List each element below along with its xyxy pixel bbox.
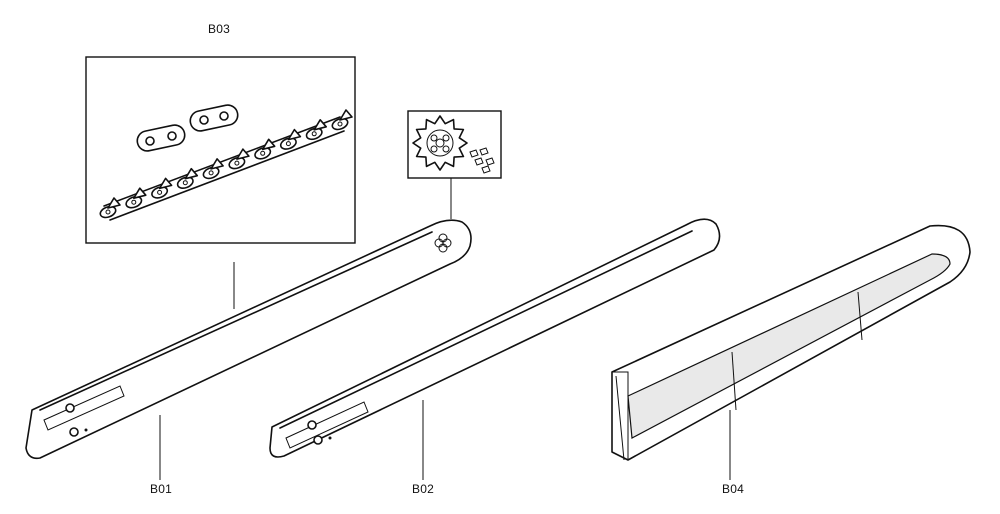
chain-rivet [285,141,291,147]
chain-rivet [337,121,343,127]
chain-link [176,176,194,189]
chain-cutter-tooth [133,187,147,199]
chain-cutter-tooth [313,119,327,131]
chain-link [331,117,349,131]
chain-link [305,127,323,141]
sprocket-gear [412,115,468,171]
callout-b01: B01 [150,482,172,496]
connecting-link-1 [136,124,186,152]
connecting-link-2 [189,104,239,132]
chain-link [151,186,169,199]
chain-cutter-tooth [107,197,121,209]
bar-cover-b04 [611,224,971,480]
bar-nose-sprocket [434,233,452,253]
chain-rivet [260,150,266,156]
chain-cutter-tooth [210,158,224,170]
chain-cutter-tooth [184,167,199,180]
chain-kit-box [85,56,356,244]
sprocket-rivets [469,147,495,174]
chain-kit-group [85,56,356,244]
guide-bar-b01 [25,219,472,480]
chain-rivet [157,189,163,195]
chain-link [125,195,143,209]
chain-rivet [182,180,188,186]
chain-rivet [234,160,240,166]
chain-link [228,156,246,170]
callout-b02: B02 [412,482,434,496]
chain-cutter-tooth [236,148,250,160]
chain-rivet [131,199,137,205]
chain-rivet [311,131,317,137]
chain-cutter-tooth [339,109,353,121]
guide-bar-b02 [269,218,721,480]
chain-link [202,166,220,180]
chain-link [99,205,117,219]
callout-b03: B03 [208,22,230,36]
chain-link [279,137,297,150]
chain-link [254,147,272,160]
chain-cutter-tooth [261,138,276,151]
sprocket-kit-group [407,110,502,219]
chain-rivet [105,209,111,215]
chain-rivet [208,170,214,176]
callout-b04: B04 [722,482,744,496]
chain-cutter-tooth [287,128,302,141]
saw-chain [99,109,353,221]
chain-cutter-tooth [158,177,173,190]
